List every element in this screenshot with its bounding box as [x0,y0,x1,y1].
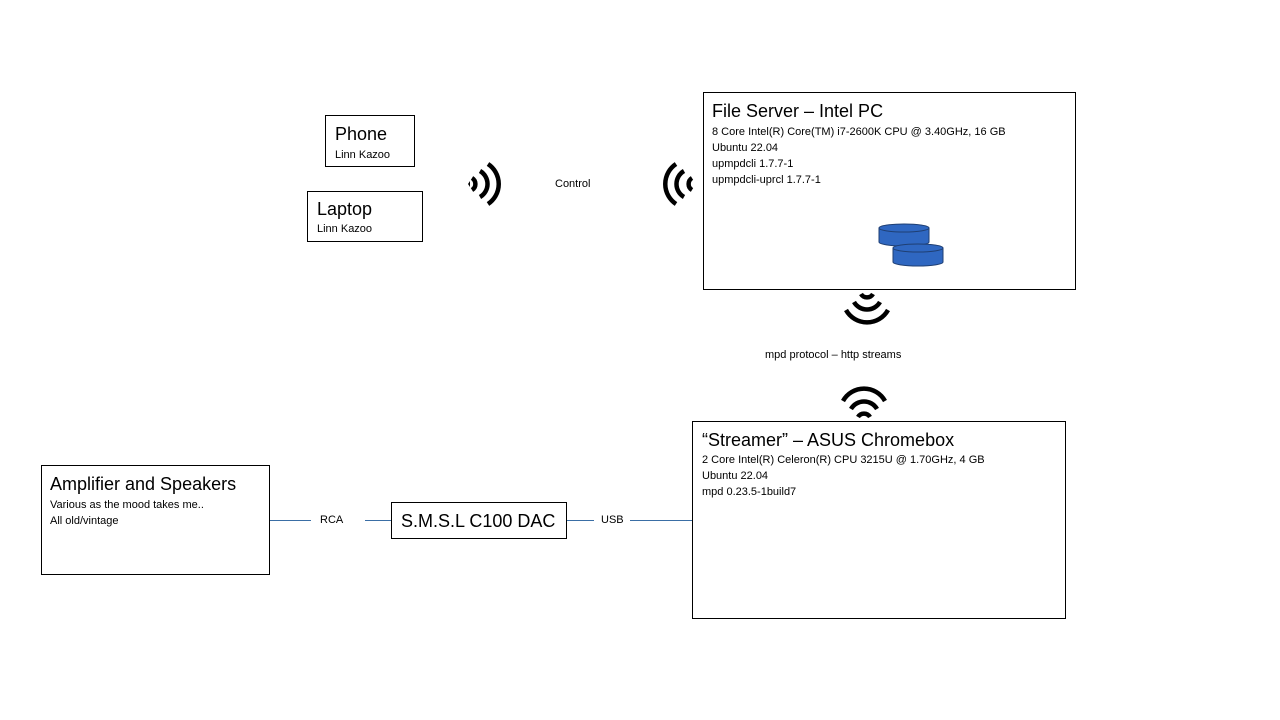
file-server-detail-line: upmpdcli-uprcl 1.7.7-1 [712,174,821,186]
control-label: Control [555,178,591,190]
wifi-down-icon [844,292,890,325]
file-server-title: File Server – Intel PC [712,101,884,121]
laptop-subtitle: Linn Kazoo [317,223,373,235]
file-server-detail-line: upmpdcli 1.7.7-1 [712,158,794,170]
amplifier-box: Amplifier and Speakers Various as the mo… [41,465,270,575]
laptop-title: Laptop [317,199,373,219]
streamer-detail-line: 2 Core Intel(R) Celeron(R) CPU 3215U @ 1… [702,454,985,466]
file-server-detail-line: Ubuntu 22.04 [712,142,779,154]
streamer-detail-line: mpd 0.23.5-1build7 [702,486,797,498]
file-server-box: File Server – Intel PC 8 Core Intel(R) C… [703,92,1076,290]
amplifier-detail-line: All old/vintage [50,515,119,527]
amplifier-title: Amplifier and Speakers [50,474,237,494]
phone-subtitle: Linn Kazoo [335,149,391,161]
streamer-title: “Streamer” – ASUS Chromebox [702,430,955,450]
phone-box: Phone Linn Kazoo [325,115,415,167]
dac-title: S.M.S.L C100 DAC [401,511,556,531]
usb-connector-left [567,520,594,521]
phone-title: Phone [335,124,388,144]
rca-connector-left [270,520,311,521]
laptop-box: Laptop Linn Kazoo [307,191,423,242]
file-server-detail-line: 8 Core Intel(R) Core(TM) i7-2600K CPU @ … [712,126,1006,138]
rca-label: RCA [320,514,344,526]
streamer-box: “Streamer” – ASUS Chromebox 2 Core Intel… [692,421,1066,619]
usb-connector-right [630,520,692,521]
streamer-detail-line: Ubuntu 22.04 [702,470,769,482]
rca-connector-right [365,520,391,521]
protocol-label: mpd protocol – http streams [765,349,902,361]
usb-label: USB [601,514,624,526]
database-icon [878,223,944,267]
amplifier-detail-line: Various as the mood takes me.. [50,499,204,511]
wifi-left-icon [663,162,694,206]
wifi-right-icon [468,162,501,206]
wifi-up-icon [841,386,887,419]
dac-box: S.M.S.L C100 DAC [391,502,567,539]
